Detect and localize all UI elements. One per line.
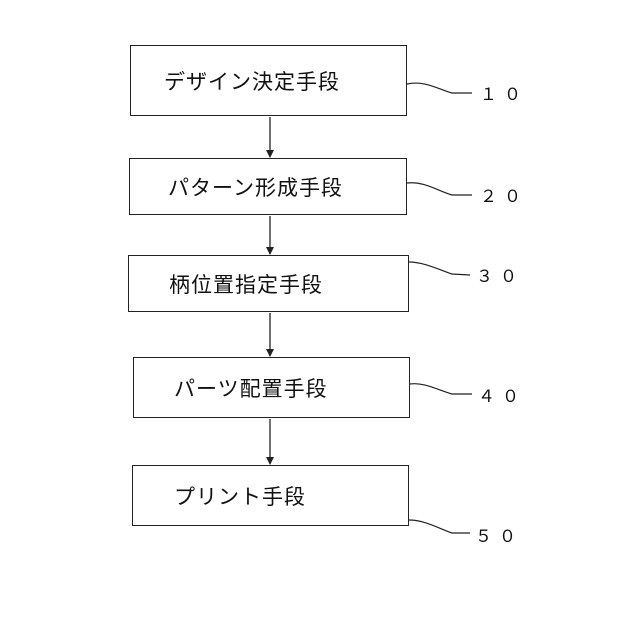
reference-numeral: ５０	[475, 522, 523, 547]
leader-line-50	[409, 520, 470, 533]
step-label: パターン形成手段	[168, 172, 343, 202]
reference-numeral: ４０	[478, 382, 526, 407]
step-box-printing: プリント手段	[132, 465, 409, 526]
step-box-pattern-forming: パターン形成手段	[129, 158, 407, 215]
leader-line-30	[409, 262, 470, 275]
reference-numeral: ３０	[476, 262, 524, 287]
leader-line-20	[407, 183, 472, 195]
reference-numeral: ２０	[480, 182, 528, 207]
step-box-design-decision: デザイン決定手段	[130, 45, 407, 116]
step-label: プリント手段	[174, 481, 306, 511]
step-box-pattern-position: 柄位置指定手段	[128, 255, 409, 312]
reference-numeral: １０	[480, 80, 528, 105]
step-label: デザイン決定手段	[164, 66, 340, 96]
step-label: パーツ配置手段	[174, 373, 328, 403]
step-label: 柄位置指定手段	[169, 269, 323, 299]
leader-line-10	[407, 83, 472, 93]
leader-line-40	[410, 384, 472, 394]
step-box-parts-arrangement: パーツ配置手段	[133, 357, 410, 418]
